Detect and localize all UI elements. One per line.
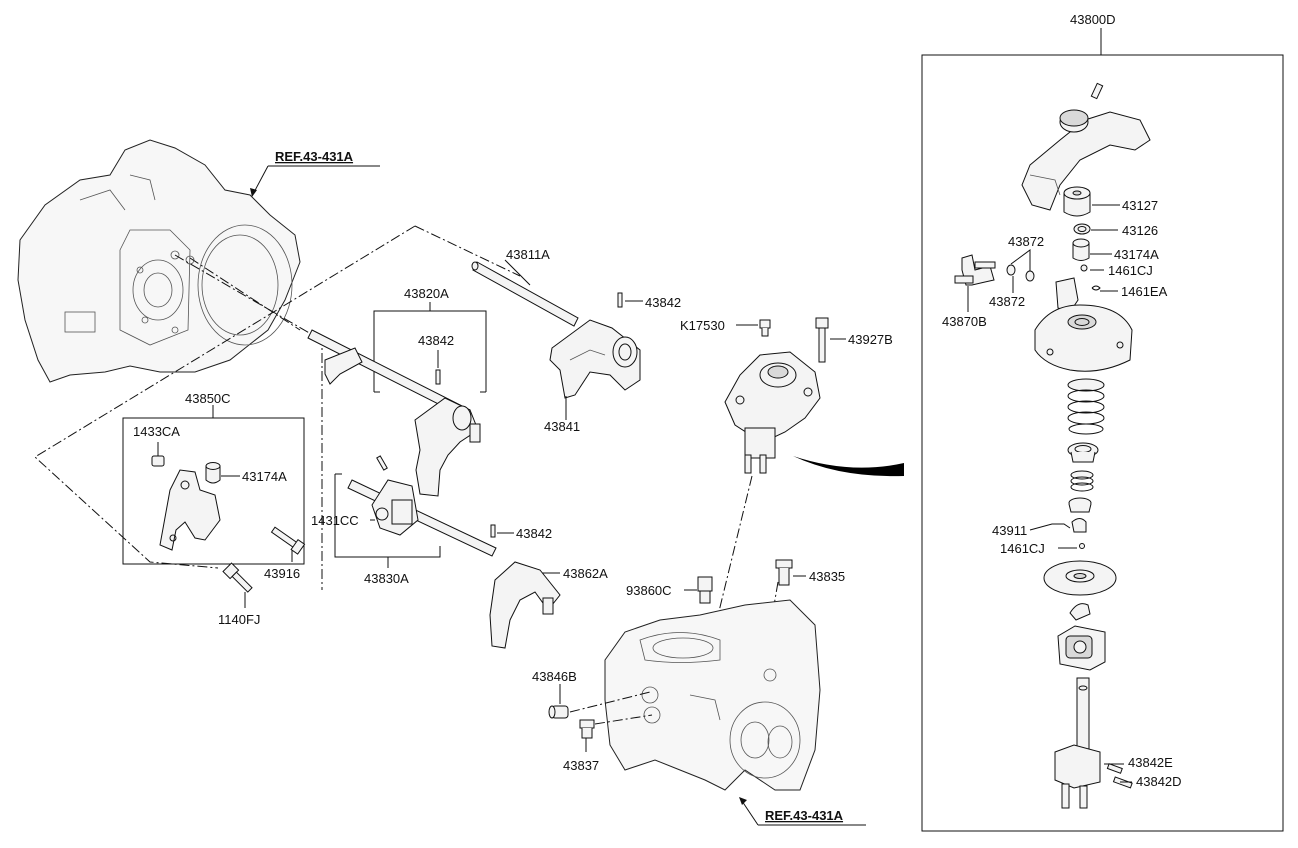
part-1461CJ-bottom [1079, 543, 1085, 549]
label-43842-c: 43842 [516, 526, 552, 541]
part-93860C [697, 576, 713, 604]
label-43916: 43916 [264, 566, 300, 581]
pin-43842-c [490, 524, 496, 538]
control-shaft-part [1054, 677, 1133, 809]
part-43872-a [1006, 264, 1016, 276]
label-43127: 43127 [1122, 198, 1158, 213]
label-43927B: 43927B [848, 332, 893, 347]
clutch-housing-case [17, 139, 301, 383]
select-block-part [1057, 625, 1106, 671]
part-43916 [270, 526, 306, 555]
label-43862A: 43862A [563, 566, 608, 581]
label-43846B: 43846B [532, 669, 577, 684]
spring-part [1067, 378, 1105, 435]
part-43872-b [1025, 270, 1035, 282]
label-1140FJ: 1140FJ [218, 612, 260, 627]
spring-seat-part [1067, 442, 1099, 463]
label-43820A: 43820A [404, 286, 449, 301]
label-K17530: K17530 [680, 318, 725, 333]
label-43842-b: 43842 [418, 333, 454, 348]
label-43837: 43837 [563, 758, 599, 773]
phantom-plane-outline [34, 225, 416, 569]
label-43872-a: 43872 [1008, 234, 1044, 249]
shift-rail-43830A [347, 479, 497, 557]
label-43830A: 43830A [364, 571, 409, 586]
pin-43842-a [617, 292, 623, 308]
assembly-43800D-group: 43800D 43127 43126 43174A [921, 12, 1284, 832]
part-43835 [775, 559, 793, 586]
label-43174A-right: 43174A [1114, 247, 1159, 262]
label-1461CJ-bottom: 1461CJ [1000, 541, 1045, 556]
part-43127 [1063, 186, 1091, 217]
label-43811A: 43811A [506, 247, 550, 262]
shift-rail-43820A [307, 329, 471, 419]
label-43841: 43841 [544, 419, 580, 434]
bracket-43850C-part [159, 469, 221, 551]
part-1140FJ [222, 562, 253, 593]
part-43174A-left [205, 462, 221, 484]
part-1461CJ-top [1080, 264, 1088, 272]
part-43927B [815, 317, 829, 363]
label-43870B: 43870B [942, 314, 987, 329]
lock-bracket-part [1069, 603, 1091, 621]
label-43842D: 43842D [1136, 774, 1182, 789]
part-43126 [1073, 223, 1091, 235]
label-43850C: 43850C [185, 391, 231, 406]
label-93860C: 93860C [626, 583, 672, 598]
label-43126: 43126 [1122, 223, 1158, 238]
part-43870B [954, 254, 996, 286]
label-43800D: 43800D [1070, 12, 1116, 27]
label-43842-a: 43842 [645, 295, 681, 310]
label-1461CJ-top: 1461CJ [1108, 263, 1153, 278]
label-43872-b: 43872 [989, 294, 1025, 309]
label-ref-top: REF.43-431A [275, 149, 354, 164]
shift-lever-part [1021, 82, 1151, 211]
label-1461EA: 1461EA [1121, 284, 1168, 299]
assembly-callout-arrow [793, 456, 904, 477]
shift-rail-43811A [471, 261, 579, 327]
label-43842E: 43842E [1128, 755, 1173, 770]
part-1433CA [151, 455, 165, 467]
label-1431CC: 1431CC [311, 513, 359, 528]
control-housing-part [1034, 277, 1133, 372]
small-spring-part [1068, 470, 1094, 513]
group-43850C-frame [122, 417, 305, 565]
assembly-43800D-frame [921, 54, 1284, 832]
label-1433CA: 1433CA [133, 424, 180, 439]
part-43846B [548, 705, 569, 719]
transmission-case [604, 599, 821, 791]
shift-fork-43820A [414, 397, 481, 497]
part-K17530 [759, 319, 771, 337]
pin-1431CC [376, 455, 388, 471]
part-1461EA [1091, 285, 1101, 291]
label-43835: 43835 [809, 569, 845, 584]
guide-plate-part [1043, 560, 1117, 596]
pin-43842-b [435, 369, 441, 385]
shift-fork-43862A [489, 561, 561, 649]
part-43911 [1071, 518, 1087, 533]
shift-control-tower-part [724, 351, 821, 474]
part-43174A-right [1072, 238, 1090, 261]
shift-lug-43841 [549, 319, 641, 399]
label-43911: 43911 [992, 523, 1027, 538]
label-ref-bottom: REF.43-431A [765, 808, 844, 823]
part-43837 [579, 719, 595, 739]
label-43174A-left: 43174A [242, 469, 287, 484]
